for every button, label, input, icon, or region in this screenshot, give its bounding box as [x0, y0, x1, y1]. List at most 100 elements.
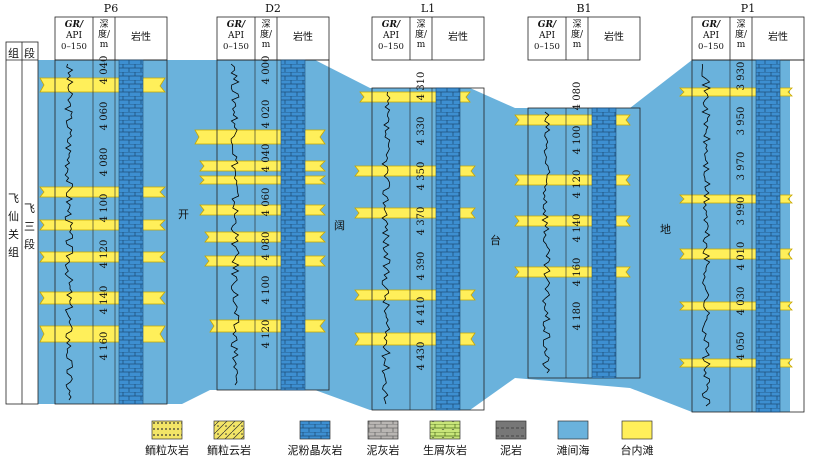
depth-header: 深 — [99, 19, 108, 30]
lithology-header: 岩性 — [293, 30, 313, 43]
depth-label: 4 050 — [736, 332, 747, 361]
depth-label: 4 020 — [261, 100, 272, 129]
depth-label: 3 930 — [736, 62, 747, 91]
depth-header: m — [737, 40, 746, 50]
open-sea-background — [38, 60, 790, 412]
depth-label: 4 080 — [572, 82, 583, 111]
legend-swatch — [621, 420, 653, 440]
lithology-header: 岩性 — [768, 30, 788, 43]
gr-log-curve — [64, 63, 74, 401]
depth-label: 4 030 — [736, 287, 747, 316]
legend-label: 生屑灰岩 — [423, 443, 467, 457]
api-header: API — [382, 31, 400, 41]
depth-label: 4 040 — [99, 56, 110, 85]
legend-item-oolitic_dolomite: 鲕粒云岩 — [207, 420, 251, 457]
legend-swatch — [557, 420, 589, 440]
depth-label: 3 990 — [736, 197, 747, 226]
depth-label: 4 120 — [261, 320, 272, 349]
depth-label: 4 330 — [416, 117, 427, 146]
depth-label: 4 160 — [572, 258, 583, 287]
group-header: 组 — [8, 47, 19, 60]
legend-item-bioclastic: 生屑灰岩 — [423, 420, 467, 457]
depth-label: 4 430 — [416, 342, 427, 371]
depth-header: 度/ — [571, 28, 584, 40]
member-header: 段 — [24, 47, 35, 60]
legend-label: 滩间海 — [557, 443, 590, 457]
legend-item-micrite: 泥粉晶灰岩 — [288, 420, 343, 457]
depth-header: 深 — [261, 19, 270, 30]
depth-header: 深 — [736, 19, 745, 30]
legend-item-marl: 泥灰岩 — [367, 420, 400, 457]
legend-item-platform_shoal: 台内滩 — [621, 420, 654, 457]
lithology-header: 岩性 — [448, 30, 468, 43]
gr-range-header: 0–150 — [534, 42, 560, 52]
lithology-column — [755, 59, 781, 413]
legend-label: 泥灰岩 — [367, 443, 400, 457]
legend-label: 泥粉晶灰岩 — [288, 443, 343, 457]
region-label-open: 开 — [178, 208, 189, 221]
gr-range-header: 0–150 — [223, 42, 249, 52]
lithology-column — [118, 59, 144, 405]
depth-label: 4 080 — [261, 232, 272, 261]
depth-label: 4 100 — [261, 276, 272, 305]
gr-range-header: 0–150 — [61, 42, 87, 52]
member-name: 飞三段 — [24, 202, 35, 251]
legend-label: 泥岩 — [500, 443, 522, 457]
depth-label: 4 060 — [99, 102, 110, 131]
depth-label: 4 120 — [99, 240, 110, 269]
stratigraphy-column — [5, 41, 39, 405]
depth-label: 4 140 — [572, 214, 583, 243]
depth-label: 4 080 — [99, 148, 110, 177]
legend: 鲕粒灰岩鲕粒云岩泥粉晶灰岩泥灰岩生屑灰岩泥岩滩间海台内滩 — [145, 420, 654, 457]
depth-label: 4 140 — [99, 286, 110, 315]
api-header: API — [702, 31, 720, 41]
region-label-land: 地 — [660, 223, 671, 236]
gr-header: GR/ — [65, 20, 85, 30]
gr-log-curve — [541, 111, 551, 374]
lithology-column — [591, 107, 617, 379]
api-header: API — [65, 31, 83, 41]
depth-label: 4 370 — [416, 207, 427, 236]
depth-label: 4 390 — [416, 252, 427, 281]
lithology-header: 岩性 — [131, 30, 151, 43]
depth-header: m — [417, 40, 426, 50]
well-name: P6 — [104, 2, 118, 15]
legend-label: 台内滩 — [621, 443, 654, 457]
depth-label: 4 060 — [261, 188, 272, 217]
group-name: 飞仙关组 — [8, 192, 19, 259]
gr-range-header: 0–150 — [698, 42, 724, 52]
lithology-column — [280, 59, 306, 391]
legend-swatch — [299, 420, 331, 440]
legend-swatch — [367, 420, 399, 440]
depth-label: 4 410 — [416, 297, 427, 326]
well-name: L1 — [421, 2, 435, 15]
depth-label: 4 040 — [261, 144, 272, 173]
depth-header: 度/ — [98, 28, 111, 40]
depth-label: 4 160 — [99, 332, 110, 361]
depth-label: 4 100 — [572, 126, 583, 155]
depth-header: 深 — [572, 19, 581, 30]
depth-label: 4 000 — [261, 56, 272, 85]
depth-header: 深 — [416, 19, 425, 30]
legend-item-mudstone: 泥岩 — [495, 420, 527, 457]
api-header: API — [538, 31, 556, 41]
lithology-header: 岩性 — [604, 30, 624, 43]
legend-swatch — [213, 420, 245, 440]
gr-header: GR/ — [702, 20, 722, 30]
well-name: D2 — [265, 2, 281, 15]
legend-swatch — [495, 420, 527, 440]
depth-header: m — [573, 40, 582, 50]
gr-log-curve — [381, 91, 391, 405]
gr-header: GR/ — [538, 20, 558, 30]
depth-header: 度/ — [415, 28, 428, 40]
depth-label: 4 180 — [572, 302, 583, 331]
depth-header: m — [262, 40, 271, 50]
depth-header: 度/ — [260, 28, 273, 40]
well-name: P1 — [741, 2, 755, 15]
gr-header: GR/ — [227, 20, 247, 30]
